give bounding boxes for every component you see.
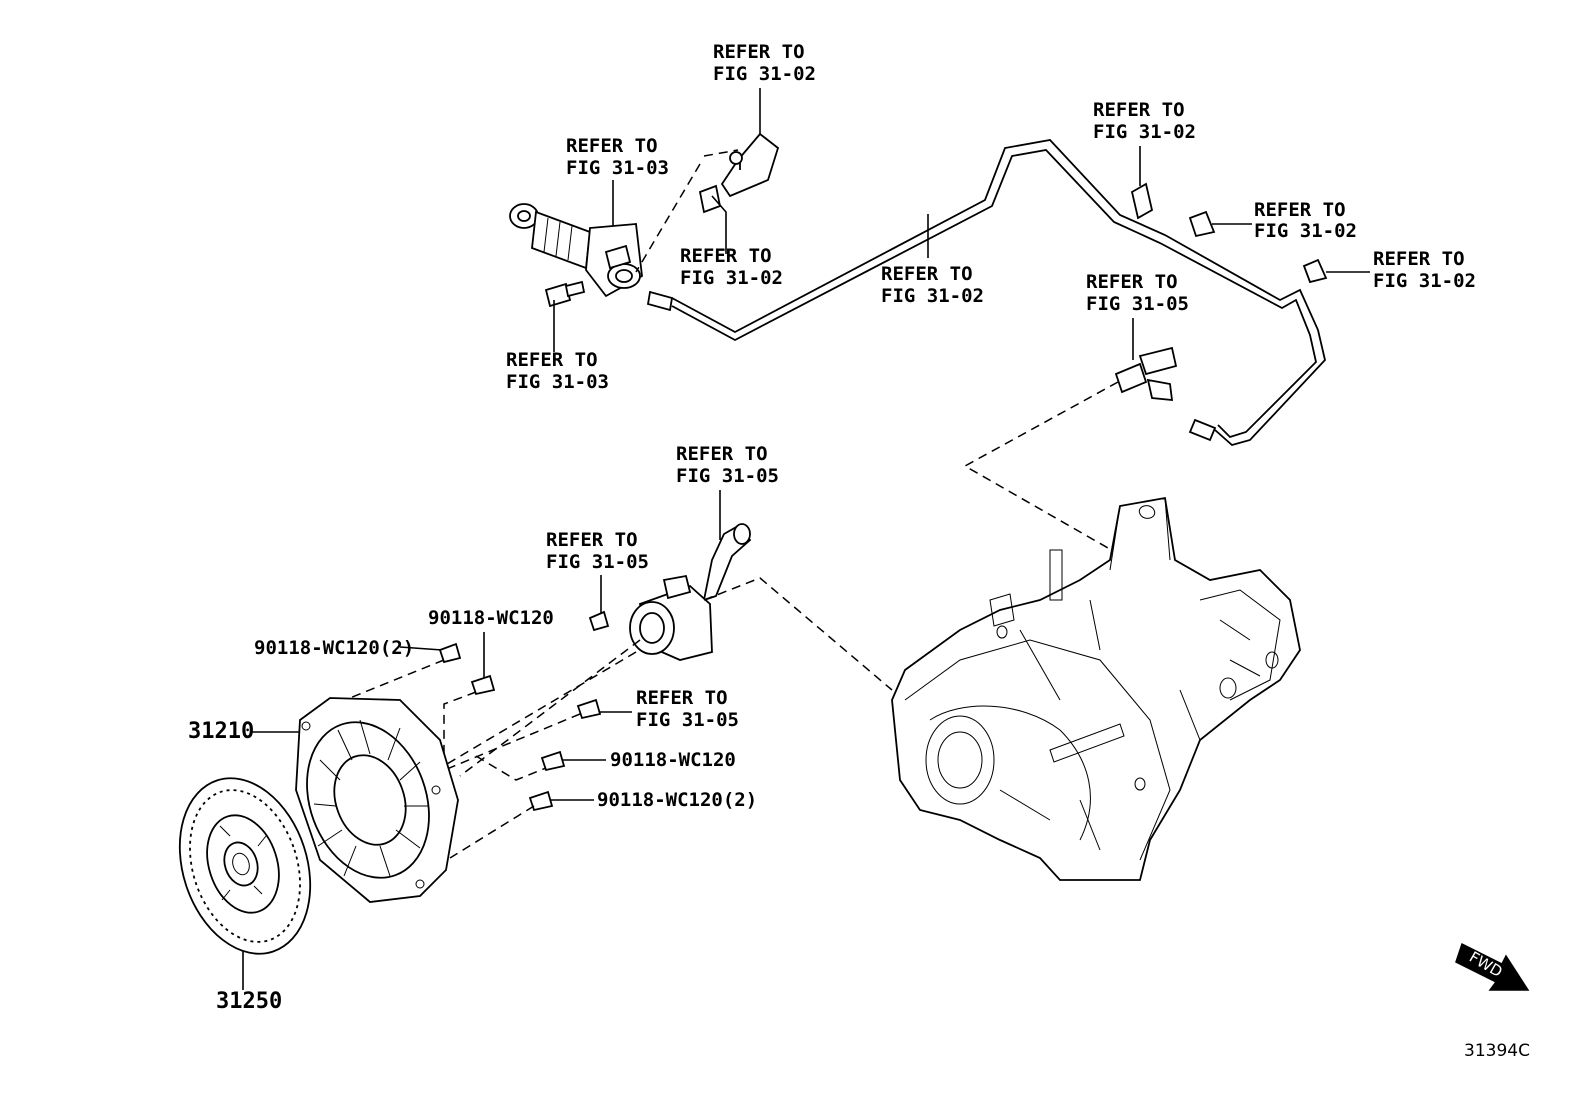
- clutch-cover-31210: [295, 697, 459, 903]
- ref-label: FIG 31-03: [566, 157, 669, 179]
- part-label-bolt: 90118-WC120(2): [254, 637, 414, 659]
- clip-2-icon: [1188, 210, 1216, 238]
- transaxle-housing: [891, 496, 1301, 881]
- part-label-cover: 31210: [188, 719, 254, 744]
- clutch-hydraulic-line: [646, 139, 1326, 446]
- ref-label: REFER TO: [1373, 248, 1465, 270]
- line-fitting-front: [646, 290, 674, 312]
- ref-label: FIG 31-05: [636, 709, 739, 731]
- cylinder-bolt-icon: [544, 280, 586, 308]
- ref-label: FIG 31-05: [676, 465, 779, 487]
- ref-label: REFER TO: [636, 687, 728, 709]
- union-nut-icon: [698, 184, 722, 214]
- ref-label: FIG 31-05: [546, 551, 649, 573]
- ref-label: REFER TO: [546, 529, 638, 551]
- clutch-disc-31250: [178, 777, 312, 955]
- ref-label: FIG 31-02: [713, 63, 816, 85]
- ref-label: FIG 31-05: [1086, 293, 1189, 315]
- cover-bolt-b-icon: [470, 674, 496, 696]
- union-fitting: [1114, 346, 1178, 402]
- part-label-bolt: 90118-WC120(2): [597, 789, 757, 811]
- hose-bracket-upper: [698, 132, 780, 214]
- ref-label: REFER TO: [506, 349, 598, 371]
- ref-label: FIG 31-03: [506, 371, 609, 393]
- line-fitting-rear: [1188, 418, 1217, 442]
- ref-label: FIG 31-02: [1373, 270, 1476, 292]
- part-label-bolt: 90118-WC120: [428, 607, 554, 629]
- forward-arrow-icon: FWD: [1455, 942, 1530, 991]
- ref-label: REFER TO: [1093, 99, 1185, 121]
- part-label-bolt: 90118-WC120: [610, 749, 736, 771]
- figure-id: 31394C: [1464, 1041, 1530, 1061]
- ref-label: REFER TO: [566, 135, 658, 157]
- ref-label: REFER TO: [676, 443, 768, 465]
- release-cylinder-upper: [509, 203, 643, 298]
- cover-bolt-c-icon: [540, 750, 566, 772]
- part-label-disc: 31250: [216, 989, 282, 1014]
- ref-label: FIG 31-02: [1093, 121, 1196, 143]
- cover-bolt-a-icon: [438, 642, 462, 664]
- csc-bolt-upper-icon: [588, 610, 610, 632]
- ref-label: REFER TO: [713, 41, 805, 63]
- clip-3-icon: [1302, 258, 1328, 284]
- ref-label: FIG 31-02: [1254, 220, 1357, 242]
- ref-label: REFER TO: [680, 245, 772, 267]
- clip-1-icon: [1130, 182, 1154, 220]
- release-bearing-cylinder: [629, 523, 752, 661]
- ref-label: FIG 31-02: [881, 285, 984, 307]
- ref-label: REFER TO: [1086, 271, 1178, 293]
- csc-bolt-lower-icon: [576, 698, 602, 720]
- labels: REFER TO FIG 31-02 REFER TO FIG 31-03 RE…: [188, 41, 1530, 1061]
- ref-label: REFER TO: [881, 263, 973, 285]
- ref-label: REFER TO: [1254, 199, 1346, 221]
- ref-label: FIG 31-02: [680, 267, 783, 289]
